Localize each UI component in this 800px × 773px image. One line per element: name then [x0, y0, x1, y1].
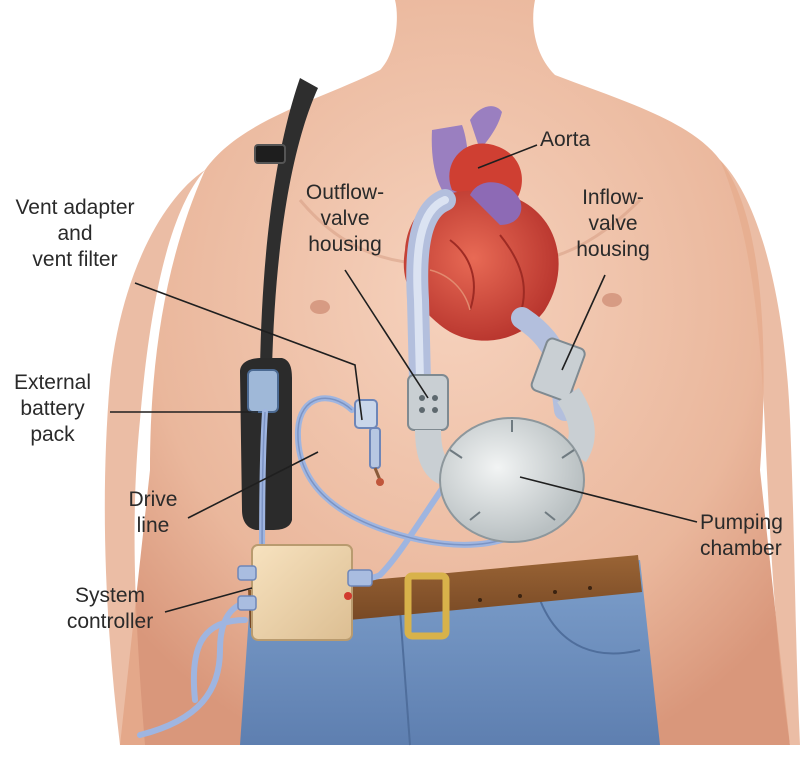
- label-vent-adapter: Vent adapter and vent filter: [15, 196, 135, 271]
- nipple-left: [310, 300, 330, 314]
- label-aorta: Aorta: [540, 128, 591, 151]
- label-external-battery-pack: External battery pack: [13, 371, 92, 446]
- leader-lines: [110, 144, 698, 613]
- pumping-chamber: [439, 417, 585, 543]
- label-outflow-valve-housing: Outflow- valve housing: [305, 181, 385, 256]
- label-inflow-valve-housing: Inflow- valve housing: [576, 186, 650, 261]
- shoulder-strap: [260, 78, 318, 370]
- vent-adapter: [354, 399, 384, 486]
- heart: [403, 106, 559, 341]
- label-drive-line: Drive line: [128, 488, 178, 537]
- arm-left: [104, 170, 205, 745]
- label-system-controller: System controller: [66, 584, 154, 633]
- belt-buckle: [404, 572, 450, 640]
- inflow-valve-housing: [530, 337, 595, 463]
- label-pumping-chamber: Pumping chamber: [700, 511, 783, 560]
- arm-right: [720, 160, 800, 745]
- system-controller: [237, 544, 373, 641]
- outflow-graft: [406, 189, 456, 391]
- nipple-right: [602, 293, 622, 307]
